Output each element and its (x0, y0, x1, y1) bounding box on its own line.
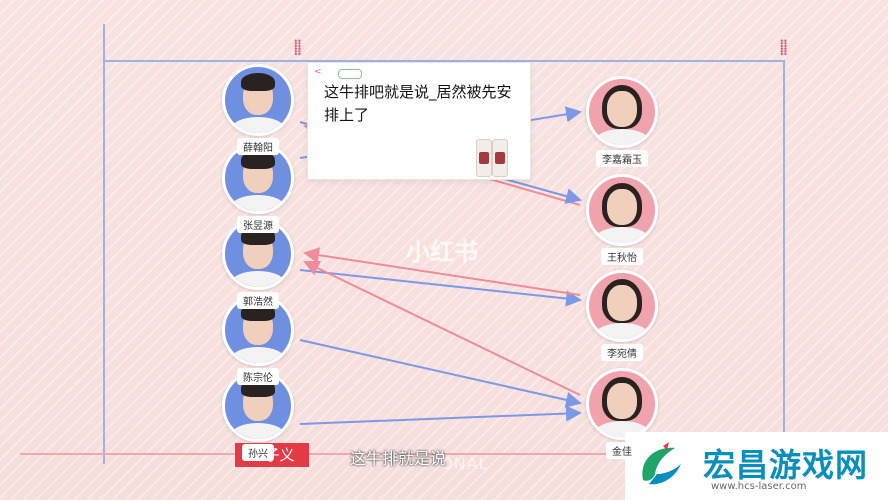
frame-line-bottom (20, 453, 680, 455)
site-logo[interactable]: 宏昌游戏网 www.hcs-laser.com (625, 432, 888, 500)
arrow-pink (303, 260, 581, 396)
avatar (586, 174, 658, 246)
person-card: 李宛倩 (582, 270, 662, 361)
person-name: 金佳 (606, 442, 638, 459)
logo-title: 宏昌游戏网 (703, 446, 869, 484)
avatar (586, 368, 658, 440)
person-name: 王秋怡 (601, 248, 643, 265)
drink-can-icon (476, 139, 492, 177)
arrow-blue (299, 339, 582, 408)
arrow-blue (299, 269, 582, 307)
burst-mark-icon: ⸽⸽ (780, 40, 788, 56)
avatar (586, 76, 658, 148)
frame-line-left (103, 24, 105, 464)
card-back-icon: < (314, 67, 322, 77)
watermark: 小红书 (406, 238, 478, 266)
logo-url: www.hcs-laser.com (711, 481, 807, 492)
card-pill-icon (338, 69, 362, 79)
person-card: 王秋怡 (582, 174, 662, 265)
person-name: 张昱源 (237, 216, 279, 233)
person-name: 孙兴 (242, 444, 274, 461)
avatar (222, 142, 294, 214)
note-text: 这牛排吧就是说_居然被先安排上了 (324, 83, 512, 124)
avatar (586, 270, 658, 342)
background-text: ONAL (440, 454, 489, 473)
avatar (222, 64, 294, 136)
frame-line-top (103, 60, 783, 62)
person-card: 张昱源 (218, 142, 298, 233)
arrow-pink (303, 247, 581, 296)
person-name: 薛翰阳 (237, 138, 279, 155)
frame-line-right (783, 60, 785, 440)
drink-can-icon (492, 139, 508, 177)
person-name: 李嘉霜玉 (596, 150, 648, 167)
person-name: 陈宗伦 (237, 368, 279, 385)
note-card: < 这牛排吧就是说_居然被先安排上了 (307, 62, 531, 180)
person-name: 郭浩然 (237, 292, 279, 309)
person-card: 薛翰阳 (218, 64, 298, 155)
person-card: 李嘉霜玉 (582, 76, 662, 167)
person-name: 李宛倩 (601, 344, 643, 361)
burst-mark-icon: ⸽⸽ (294, 40, 302, 56)
subtitle: 这牛排就是说 (350, 449, 447, 468)
leaf-swirl-icon (642, 442, 681, 485)
arrow-blue (299, 405, 582, 425)
